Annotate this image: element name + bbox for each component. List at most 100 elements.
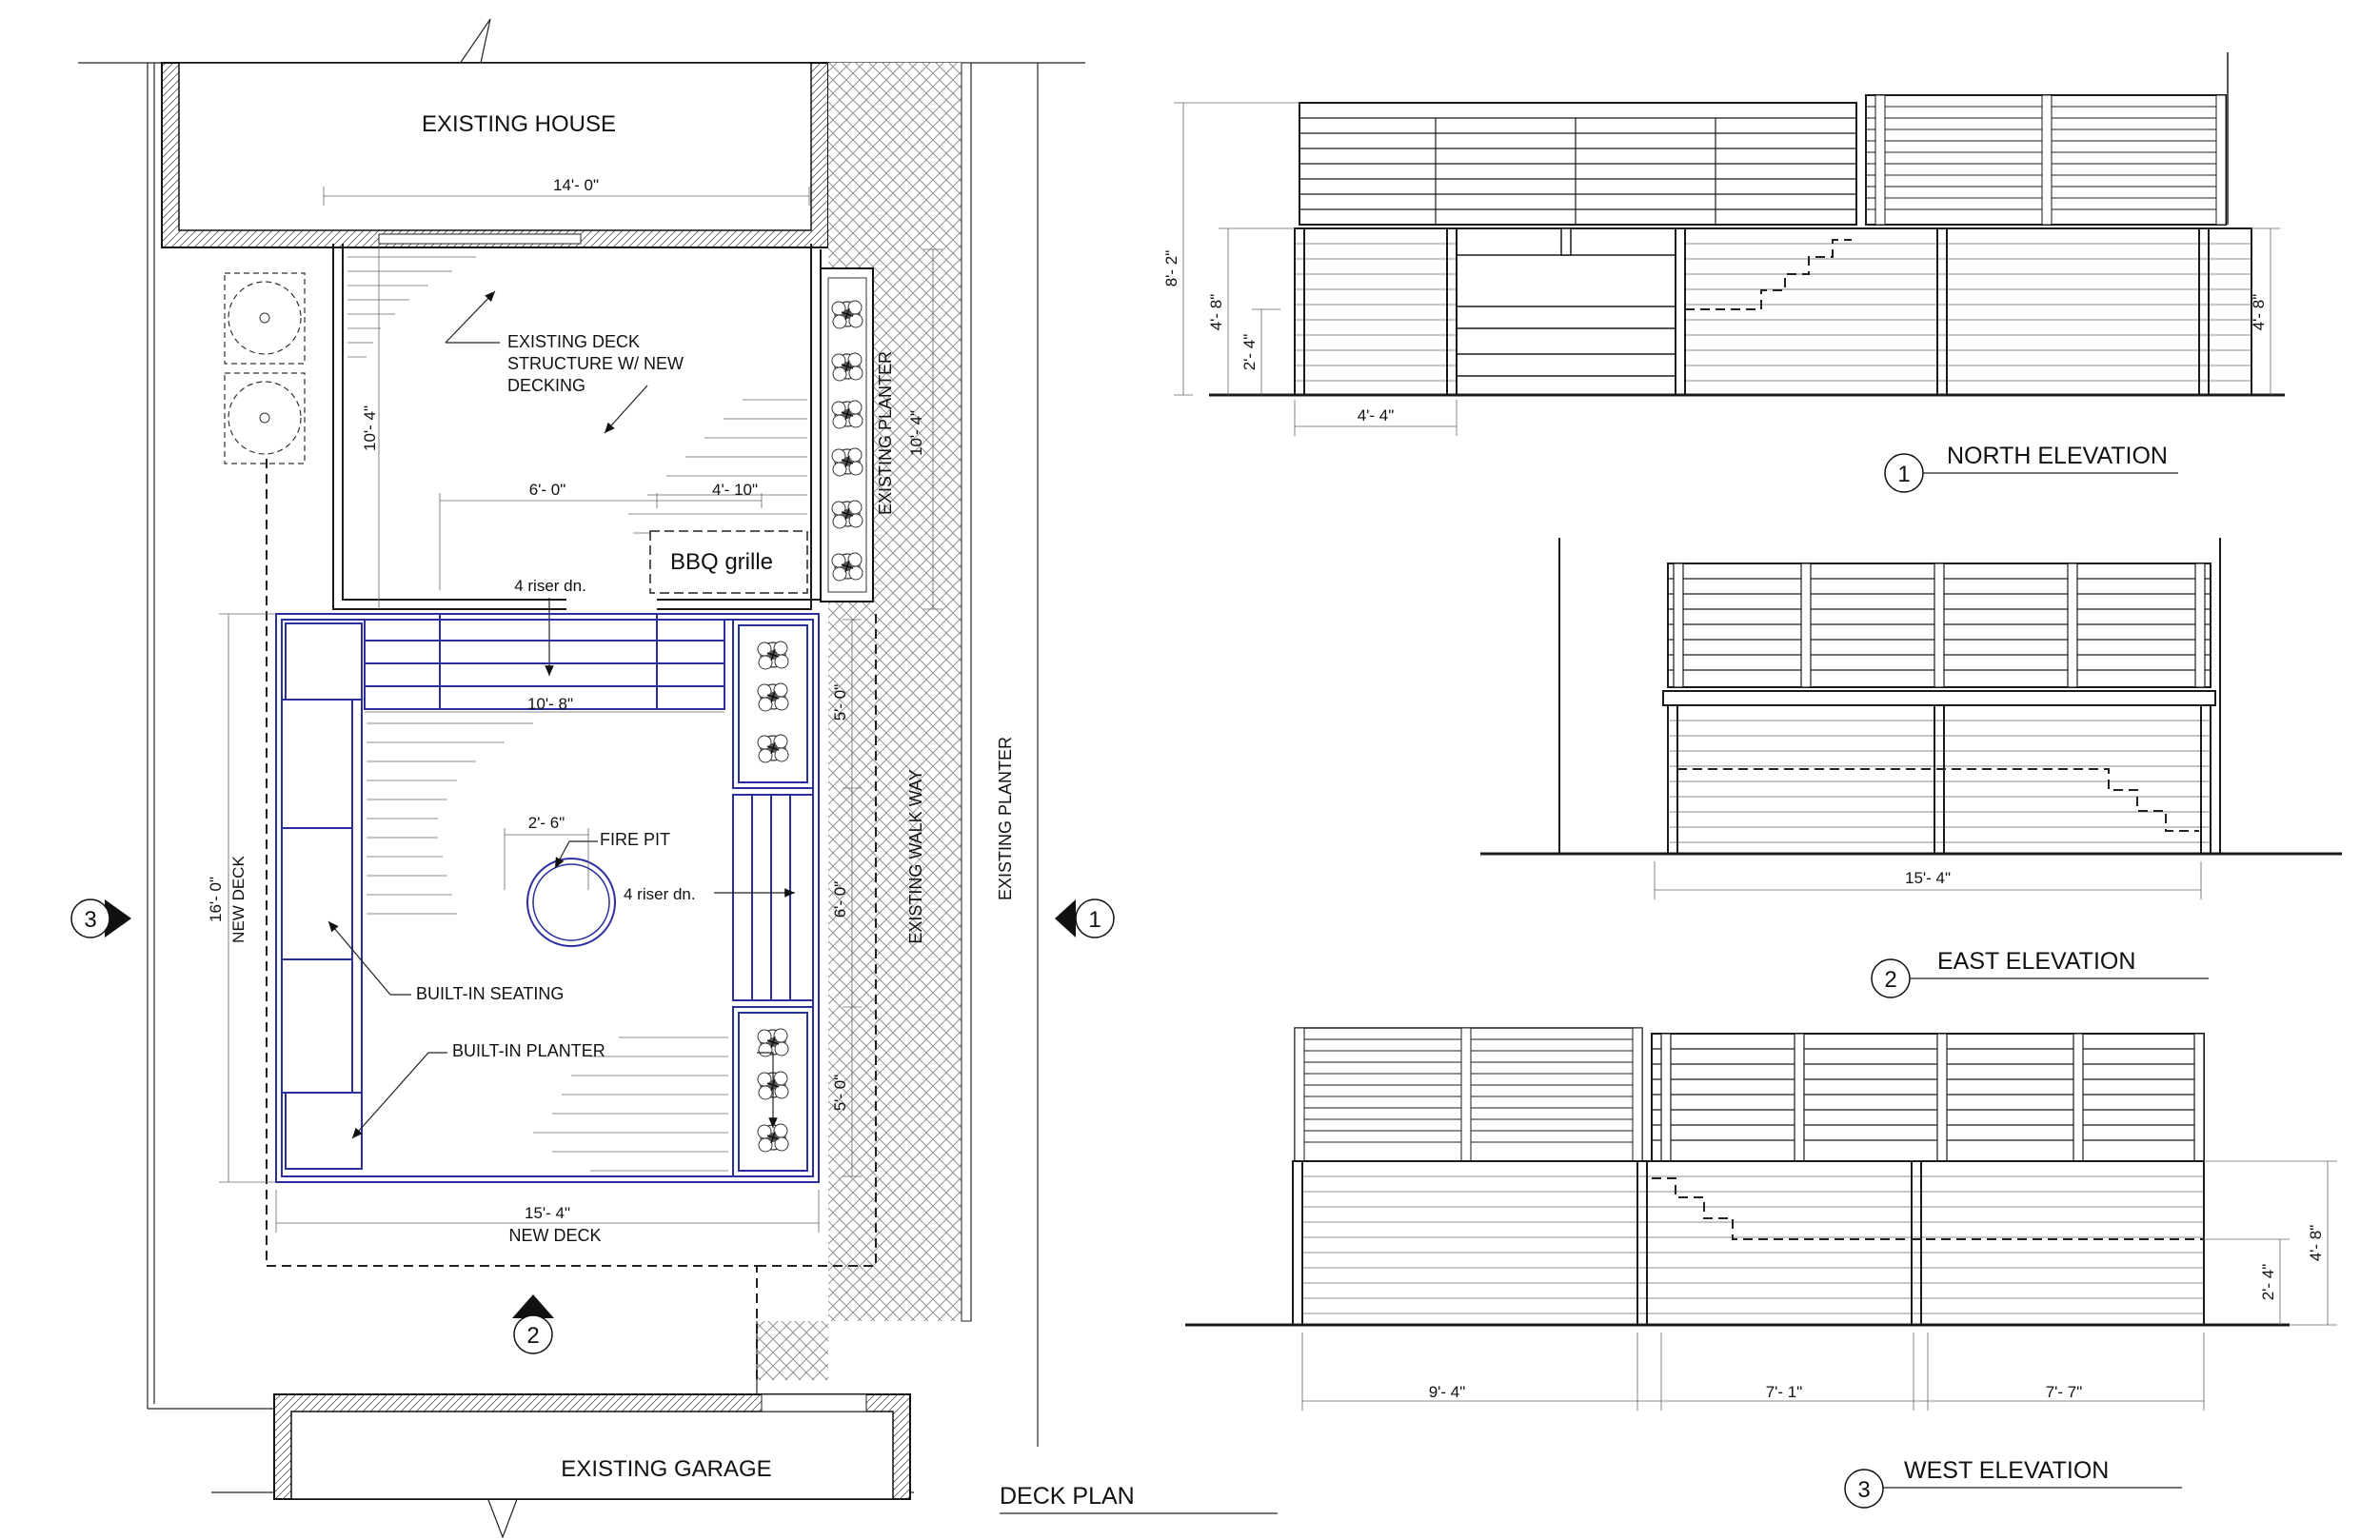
existing-walk-way-paving — [757, 63, 971, 1380]
built-in-seating-label: BUILT-IN SEATING — [416, 984, 564, 1003]
west-hidden-stair — [1652, 1177, 2204, 1240]
north-dim-4-8-right: 4'- 8" — [2250, 294, 2268, 331]
west-dim-2-4: 2'- 4" — [2259, 1264, 2277, 1301]
existing-deck-note-1: EXISTING DECK — [507, 332, 640, 351]
north-bubble-number: 1 — [1897, 462, 1910, 487]
east-elevation-title: EAST ELEVATION — [1937, 948, 2135, 975]
dim-16-0: 16'- 0" — [207, 877, 225, 922]
dim-upper-left-vertical: 10'- 4" — [361, 405, 379, 451]
dim-house-width: 14'- 0" — [553, 176, 599, 194]
new-deck-decking — [367, 722, 728, 1172]
west-posts — [1301, 1161, 1922, 1325]
east-elevation: 15'- 4" 2 EAST ELEVATION — [1480, 538, 2342, 998]
east-lower-siding — [1668, 720, 2211, 843]
dashed-site-outline — [266, 459, 877, 1380]
north-upper-slats-right — [1866, 94, 2227, 226]
north-upper-slats-left — [1299, 117, 1856, 225]
planter-leader-right — [757, 1052, 778, 1128]
new-deck-bottom-label: NEW DECK — [508, 1226, 601, 1245]
west-upper-slats-left — [1294, 1027, 1643, 1162]
dim-4-10: 4'- 10" — [712, 481, 758, 499]
west-bubble — [1844, 1469, 1884, 1509]
west-upper-slats-right — [1652, 1033, 2205, 1162]
bbq-grille-label: BBQ grille — [670, 549, 773, 575]
north-hidden-stair — [1685, 239, 1852, 310]
east-cap — [1662, 690, 2216, 706]
bbq-grille — [649, 530, 808, 594]
svg-text:3: 3 — [84, 907, 96, 933]
new-deck-outline — [275, 613, 820, 1183]
existing-house-label: EXISTING HOUSE — [422, 111, 616, 137]
existing-planter-big-label: EXISTING PLANTER — [996, 737, 1015, 900]
west-dim-9-4: 9'- 4" — [1429, 1383, 1466, 1401]
section-marker-3: 3 — [70, 898, 131, 938]
north-lower-siding — [1295, 243, 2251, 382]
ac-units — [224, 272, 306, 464]
section-marker-1: 1 — [1055, 898, 1115, 938]
dim-15-4: 15'- 4" — [525, 1204, 570, 1222]
east-hidden-stair — [1677, 768, 2199, 832]
north-steps — [1457, 227, 1676, 377]
walkway-curb — [961, 62, 972, 1322]
west-elevation: 9'- 4" 7'- 1" 7'- 7" 2'- 4" 4'- 8" 3 WES… — [1185, 1027, 2337, 1509]
new-deck-steps-right — [732, 794, 814, 1001]
dim-5-0-top: 5'- 0" — [831, 684, 849, 721]
existing-house — [178, 62, 812, 231]
dim-6-0: 6'- 0" — [529, 481, 566, 499]
existing-planter-small-label: EXISTING PLANTER — [876, 351, 895, 515]
east-upper-slats — [1668, 563, 2211, 688]
dim-6-0-right: 6'- 0" — [831, 881, 849, 918]
west-bubble-number: 3 — [1857, 1477, 1870, 1503]
fire-pit — [526, 858, 616, 947]
existing-deck-note-3: DECKING — [507, 376, 585, 395]
existing-deck-outline — [332, 244, 566, 610]
west-dim-4-8: 4'- 8" — [2307, 1225, 2325, 1262]
seating-corner-bottom — [285, 1092, 363, 1170]
fire-pit-label: FIRE PIT — [600, 830, 670, 849]
seating-leader — [327, 920, 411, 996]
west-lower-siding — [1302, 1175, 2204, 1314]
existing-deck-note-2: STRUCTURE W/ NEW — [507, 354, 684, 373]
built-in-seating — [281, 699, 353, 1094]
west-upper-screen-right — [1651, 1033, 2205, 1162]
new-deck-vertical-label: NEW DECK — [229, 856, 248, 943]
note-leader-down — [604, 385, 648, 434]
seating-corner-top — [285, 622, 363, 701]
dim-2-6: 2'- 6" — [528, 814, 565, 832]
built-in-planter-top — [732, 619, 814, 789]
east-lower-wall — [1667, 704, 2211, 855]
riser-label-right: 4 riser dn. — [624, 885, 696, 903]
riser-label-top: 4 riser dn. — [514, 577, 586, 595]
built-in-planter-label: BUILT-IN PLANTER — [452, 1041, 605, 1060]
existing-garage-label: EXISTING GARAGE — [561, 1456, 771, 1482]
svg-text:1: 1 — [1088, 907, 1101, 933]
existing-walk-way-label: EXISTING WALK WAY — [906, 769, 925, 943]
north-dim-4-8-left: 4'- 8" — [1207, 294, 1225, 331]
east-dim-15-4: 15'- 4" — [1905, 869, 1951, 887]
north-dim-2-4: 2'- 4" — [1240, 334, 1259, 371]
built-in-planter-bottom — [732, 1006, 814, 1177]
west-lower-wall — [1292, 1160, 2205, 1326]
north-dim-4-4: 4'- 4" — [1358, 406, 1395, 424]
west-dim-7-1: 7'- 1" — [1766, 1383, 1803, 1401]
east-bubble-number: 2 — [1884, 967, 1896, 993]
dim-10-8: 10'- 8" — [527, 695, 573, 713]
fire-pit-leader — [554, 840, 570, 869]
dim-5-0-bottom: 5'- 0" — [831, 1075, 849, 1112]
deck-plan: EXISTING HOUSE 14'- 0" EXISTING D — [70, 18, 1278, 1539]
section-marker-2: 2 — [512, 1294, 554, 1354]
west-elevation-title: WEST ELEVATION — [1904, 1457, 2109, 1484]
existing-garage — [290, 1411, 894, 1500]
north-elevation: 8'- 2" 4'- 8" 2'- 4" 4'- 4" 4'- 8" 1 NOR… — [1162, 52, 2285, 493]
north-posts — [1294, 228, 2210, 395]
north-elevation-title: NORTH ELEVATION — [1947, 443, 2168, 469]
svg-text:2: 2 — [526, 1323, 539, 1349]
planter-leader-left — [351, 1052, 447, 1139]
north-lower-wall — [1294, 227, 2252, 396]
west-dim-7-7: 7'- 7" — [2046, 1383, 2083, 1401]
dim-upper-right-vertical: 10'- 4" — [907, 410, 925, 456]
house-sliding-door — [378, 233, 582, 245]
north-dim-8-2: 8'- 2" — [1162, 250, 1180, 287]
deck-plan-title: DECK PLAN — [1000, 1483, 1135, 1510]
